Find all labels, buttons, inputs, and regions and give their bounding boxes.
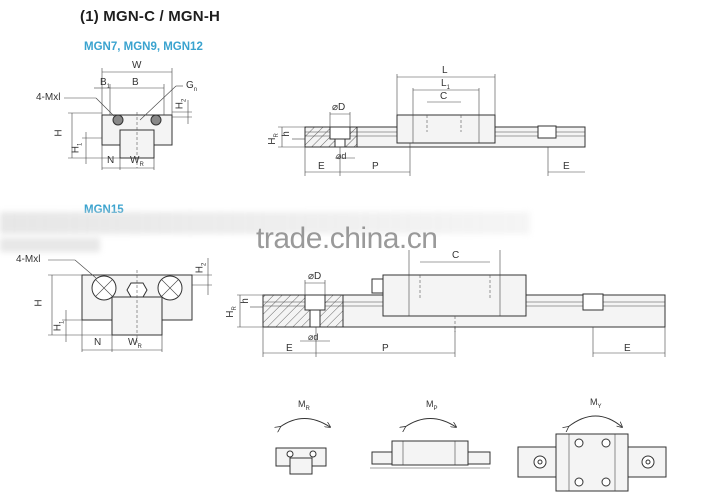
- dim-label-l: L: [442, 65, 448, 76]
- dim-label-wr: WR: [130, 155, 144, 169]
- side-view-small: [278, 74, 586, 176]
- dim-label-gn: Gn: [186, 80, 198, 94]
- dim-label-l1: L1: [441, 78, 450, 92]
- models-label-small: MGN7, MGN9, MGN12: [84, 41, 203, 53]
- dim-label-n: N: [107, 155, 115, 166]
- page-title: (1) MGN-C / MGN-H: [80, 8, 221, 25]
- dim-label-b: B: [132, 77, 139, 88]
- dim-label-h-small: h: [280, 131, 292, 137]
- dim-label-w: W: [132, 60, 142, 71]
- dim-label-e-left: E: [318, 161, 325, 172]
- dim-label-thread-large: 4-Mxl: [16, 254, 41, 265]
- dim-label-hr: HR: [266, 133, 280, 145]
- side-view-large: [237, 250, 666, 357]
- dim-label-phi-d-small: ⌀d: [336, 151, 347, 161]
- dim-label-thread: 4-Mxl: [36, 92, 61, 103]
- moment-label-my: MY: [590, 397, 602, 410]
- dim-label-c: C: [440, 91, 448, 102]
- moment-my-diagram: [517, 415, 667, 492]
- dim-label-phi-d-large-2: ⌀D: [308, 271, 322, 282]
- dim-label-e-right-2: E: [624, 343, 631, 354]
- dim-label-hr-2: HR: [224, 306, 238, 318]
- watermark: trade.china.cn: [256, 222, 438, 255]
- dim-label-h: H: [53, 129, 65, 137]
- moment-mr-diagram: [276, 418, 330, 475]
- dim-label-h1-large: H1: [52, 320, 66, 332]
- front-view-small: [64, 68, 192, 170]
- dim-label-h-small-2: h: [239, 298, 251, 304]
- moment-mp-diagram: [370, 418, 491, 469]
- dim-label-h-large: H: [33, 299, 45, 307]
- moment-label-mr: MR: [298, 399, 310, 412]
- dim-label-b1: B1: [100, 77, 111, 91]
- dim-label-h2-large: H2: [194, 262, 208, 274]
- dim-label-h1: H1: [70, 142, 84, 154]
- dim-label-h2: H2: [174, 98, 188, 110]
- dim-label-e-left-2: E: [286, 343, 293, 354]
- blurred-band-2: [0, 238, 100, 252]
- blurred-band: [0, 212, 530, 234]
- dim-label-p-2: P: [382, 343, 389, 354]
- dim-label-p: P: [372, 161, 379, 172]
- dim-label-e-right: E: [563, 161, 570, 172]
- dim-label-c-large: C: [452, 250, 460, 261]
- dim-label-wr-large: WR: [128, 337, 142, 351]
- front-view-large: [48, 258, 212, 352]
- dim-label-phi-d-large: ⌀D: [332, 102, 346, 113]
- moment-label-mp: MP: [426, 399, 438, 412]
- dim-label-phi-d-small-2: ⌀d: [308, 332, 319, 342]
- dim-label-n-large: N: [94, 337, 102, 348]
